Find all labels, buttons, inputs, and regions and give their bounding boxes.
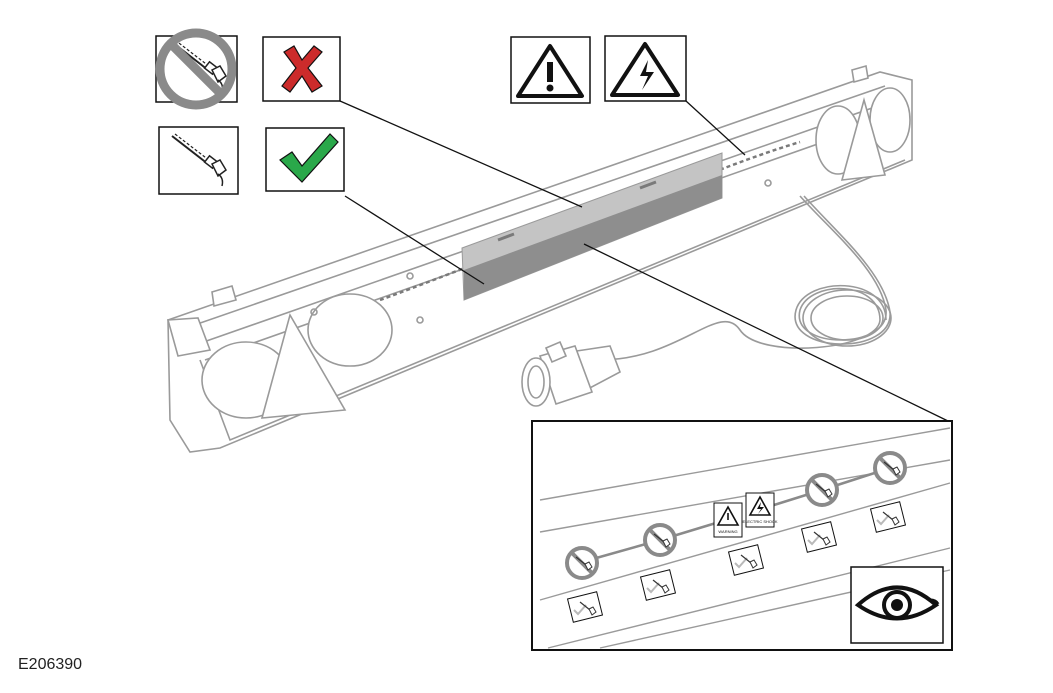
leader-lines <box>339 100 949 422</box>
green-check-icon <box>265 127 345 192</box>
no-drill-marker <box>565 546 599 580</box>
warning-label-small: WARNING <box>713 502 743 538</box>
electric-label-small: ELECTRIC SHOCK <box>742 492 778 528</box>
figure-reference-code: E206390 <box>18 656 83 673</box>
drill-ok-sticker <box>566 591 604 623</box>
no-drill-marker <box>805 473 839 507</box>
drill-ok-sticker <box>800 521 838 553</box>
electric-shock-triangle-icon <box>604 35 687 102</box>
detail-inset: WARNING ELECTRIC SHOCK <box>531 420 953 651</box>
drill-ok-sticker <box>727 544 765 576</box>
no-drill-marker <box>873 451 907 485</box>
svg-text:ELECTRIC SHOCK: ELECTRIC SHOCK <box>742 519 777 524</box>
drill-ok-sticker <box>869 501 907 533</box>
warning-triangle-icon <box>510 36 591 104</box>
label-band <box>461 152 723 301</box>
no-drilling-icon <box>155 28 238 110</box>
drill-allowed-icon <box>158 126 239 195</box>
drill-ok-sticker <box>639 569 677 601</box>
svg-text:WARNING: WARNING <box>718 529 737 534</box>
no-drill-marker <box>643 523 677 557</box>
trailer-cable <box>599 195 892 361</box>
trailer-plug-icon <box>521 340 622 407</box>
red-cross-icon <box>262 36 341 102</box>
internal-wiring <box>379 140 801 302</box>
eye-icon <box>850 566 944 644</box>
